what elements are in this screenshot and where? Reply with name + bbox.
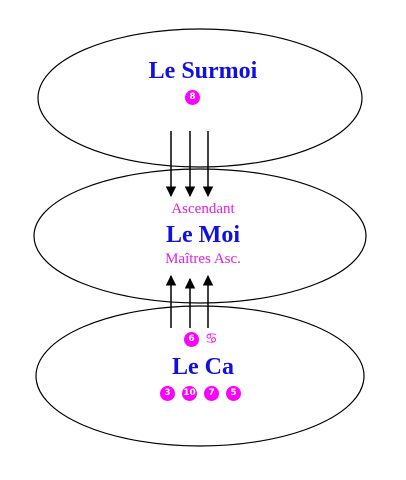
ego-ellipse	[33, 168, 367, 304]
ascendant-label: Ascendant	[171, 201, 235, 217]
superego-badges: 8	[185, 90, 200, 105]
house-badge: 5	[226, 386, 241, 401]
house-badge: 6	[184, 331, 199, 347]
id-top-row: 6 ♋	[184, 331, 218, 347]
id-title: Le Ca	[172, 354, 234, 380]
id-ellipse	[35, 305, 365, 447]
ego-title: Le Moi	[166, 222, 240, 248]
superego-title: Le Surmoi	[148, 58, 258, 84]
house-badge: 10	[182, 386, 197, 401]
superego-ellipse	[37, 28, 363, 168]
house-badge: 8	[185, 90, 200, 105]
maitres-asc-label: Maîtres Asc.	[165, 251, 241, 267]
house-badge: 3	[160, 386, 175, 401]
id-badges: 3 10 7 5	[160, 386, 241, 401]
house-badge: 7	[204, 386, 219, 401]
cancer-sign-icon: ♋	[205, 331, 218, 347]
